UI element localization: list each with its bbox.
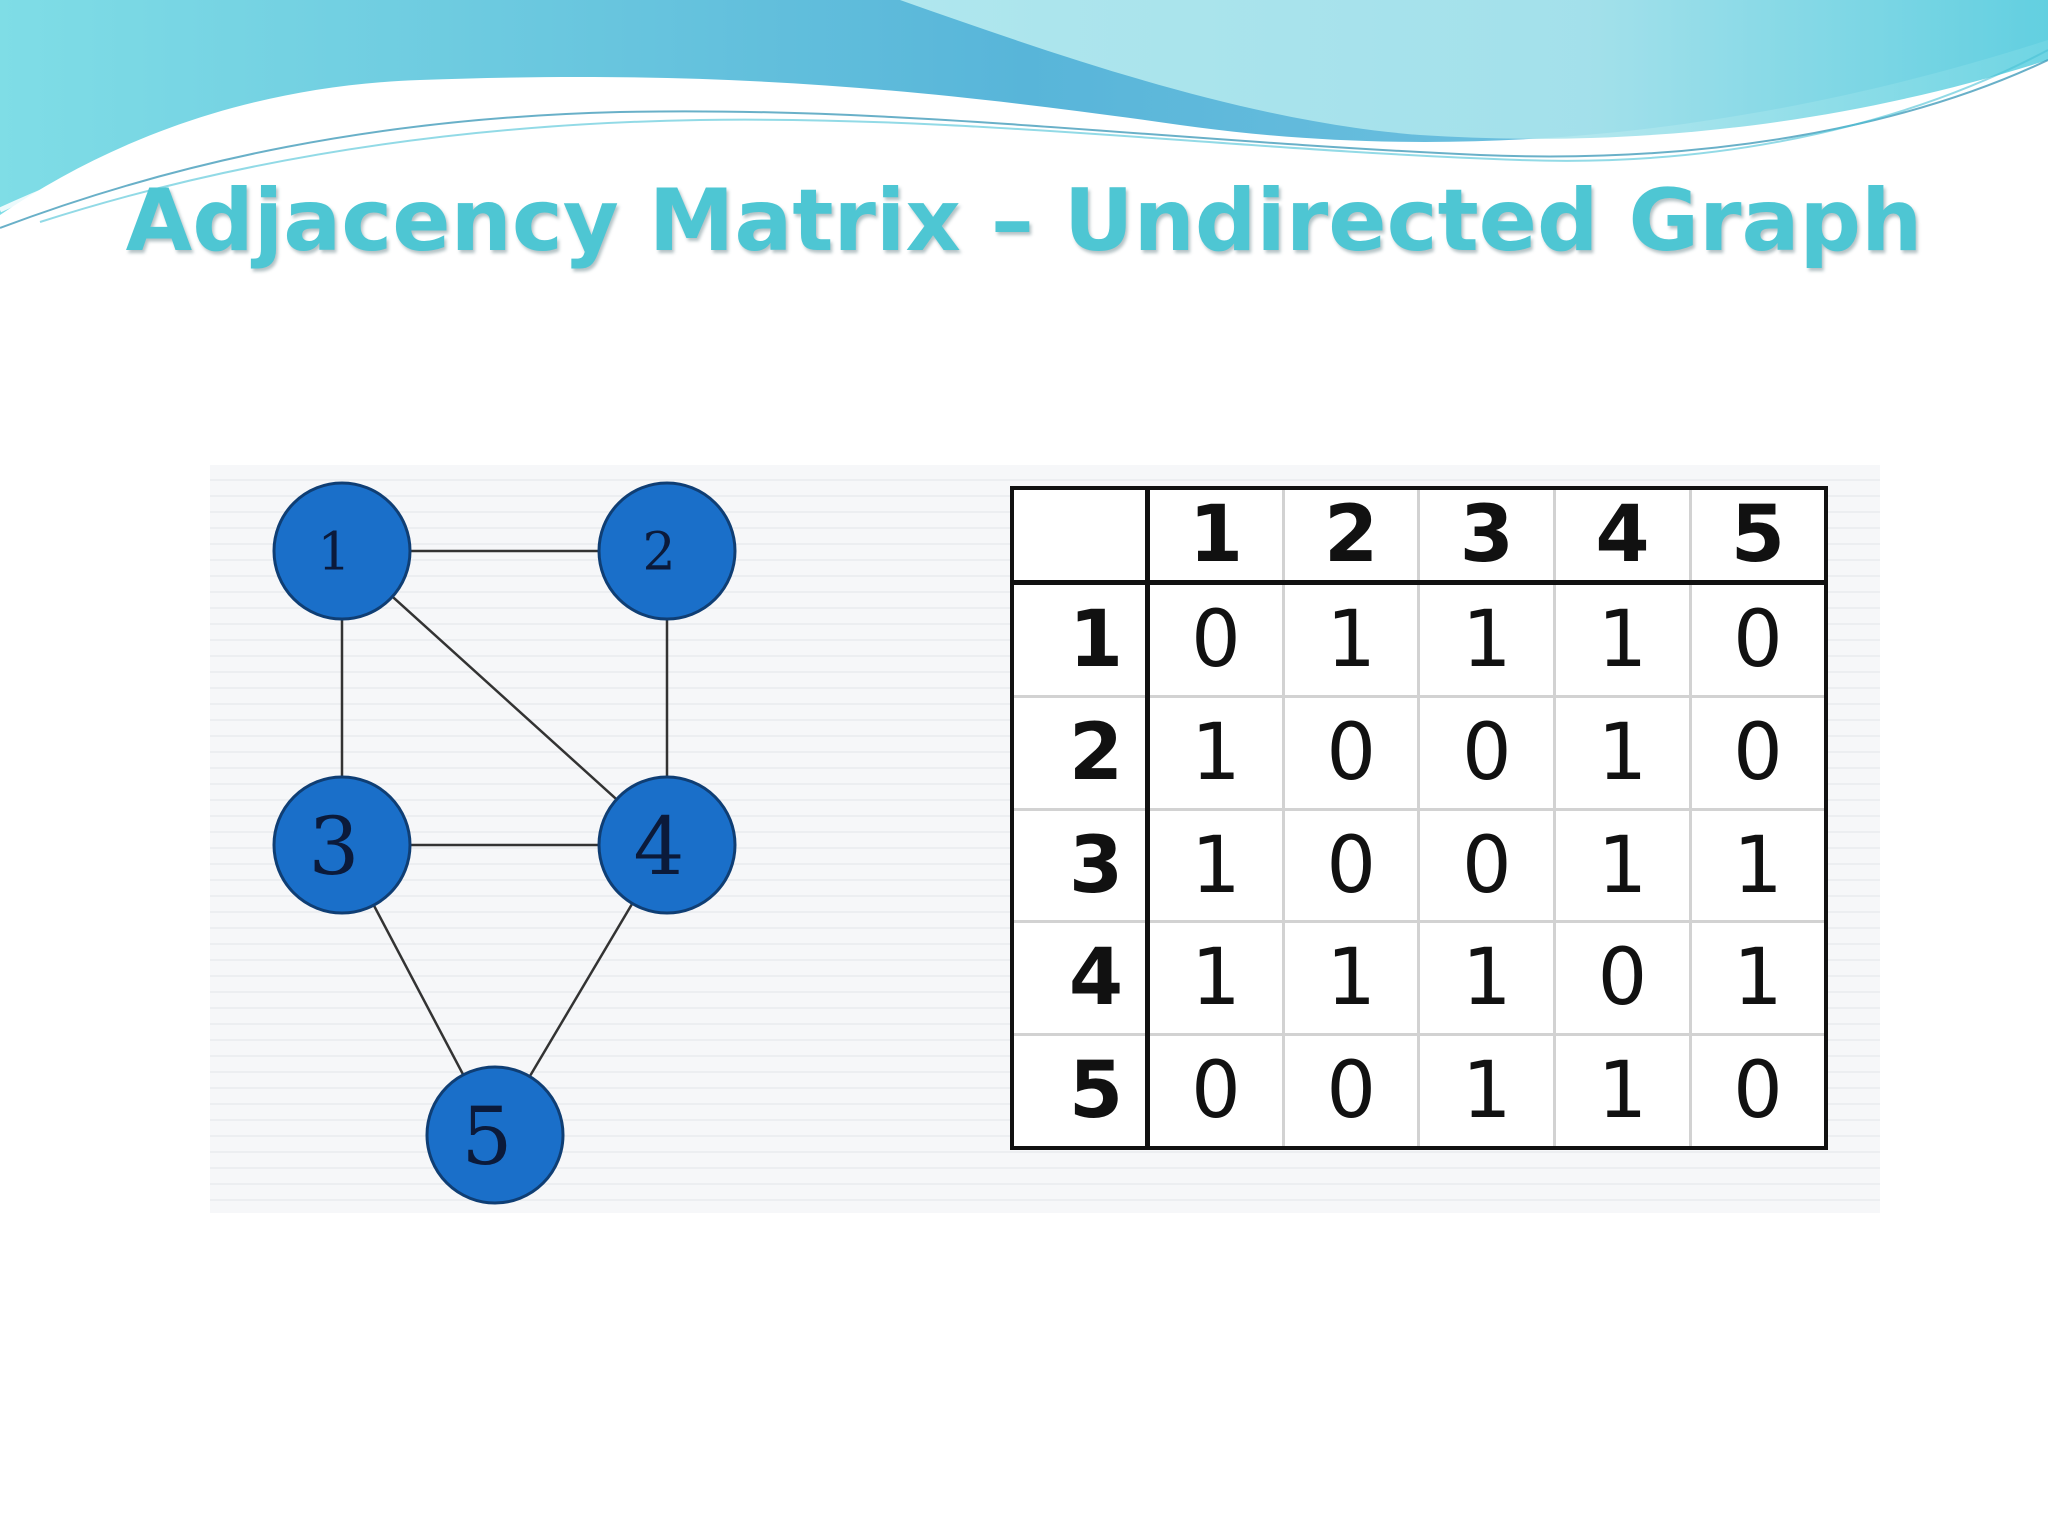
graph-node: 2	[597, 481, 737, 621]
graph-node-label: 5	[462, 1090, 513, 1183]
matrix-cell: 1	[1146, 807, 1285, 924]
graph-node-circle	[272, 481, 412, 621]
graph-node-label: 2	[642, 523, 675, 583]
matrix-cell: 0	[1146, 581, 1285, 698]
matrix-column-header: 4	[1553, 486, 1692, 585]
matrix-column-header: 5	[1688, 486, 1828, 585]
matrix-cell: 1	[1281, 581, 1421, 698]
graph-node-label: 4	[634, 800, 685, 893]
matrix-column-header: 2	[1281, 486, 1421, 585]
wave-highlight-left	[0, 95, 1301, 213]
slide-title: Adjacency Matrix – Undirected Graph	[125, 171, 1923, 271]
matrix-cell: 0	[1146, 1033, 1285, 1150]
undirected-graph: 1 2 3 4 5	[272, 481, 737, 1205]
matrix-cell: 1	[1146, 920, 1285, 1037]
matrix-cell: 0	[1688, 581, 1828, 698]
matrix-cell: 1	[1281, 920, 1421, 1037]
graph-node: 3	[272, 775, 412, 915]
graph-node-circle	[272, 775, 412, 915]
matrix-cell: 1	[1417, 1033, 1557, 1150]
node-layer: 1 2 3 4 5	[272, 481, 737, 1205]
matrix-cell: 1	[1688, 807, 1828, 924]
matrix-cell: 1	[1146, 694, 1285, 811]
matrix-cell: 0	[1688, 1033, 1828, 1150]
matrix-row-header: 1	[1010, 581, 1151, 698]
matrix-corner-cell	[1010, 486, 1151, 585]
graph-node-circle	[597, 775, 737, 915]
wave-line-thin-2	[39, 49, 2048, 223]
wave-line-thin-1	[0, 59, 2048, 229]
graph-node: 5	[425, 1065, 565, 1205]
matrix-row-header: 2	[1010, 694, 1151, 811]
matrix-cell: 0	[1553, 920, 1692, 1037]
matrix-cell: 1	[1417, 920, 1557, 1037]
matrix-cell: 0	[1688, 694, 1828, 811]
matrix-column-header: 1	[1146, 486, 1285, 585]
matrix-row-header: 3	[1010, 807, 1151, 924]
header-wave-decoration	[0, 0, 2048, 229]
graph-edge	[341, 550, 668, 846]
graph-node-label: 3	[309, 800, 360, 893]
matrix-row-header: 4	[1010, 920, 1151, 1037]
matrix-cell: 0	[1281, 694, 1421, 811]
graph-node: 1	[272, 481, 412, 621]
matrix-row-header: 5	[1010, 1033, 1151, 1150]
graph-node-label: 1	[317, 523, 350, 583]
matrix-cell: 1	[1417, 581, 1557, 698]
matrix-cell: 0	[1417, 807, 1557, 924]
matrix-cell: 0	[1281, 1033, 1421, 1150]
matrix-cell: 1	[1688, 920, 1828, 1037]
matrix-cell: 1	[1553, 807, 1692, 924]
matrix-cell: 1	[1553, 694, 1692, 811]
matrix-column-header: 3	[1417, 486, 1557, 585]
matrix-cell: 0	[1417, 694, 1557, 811]
matrix-cell: 0	[1281, 807, 1421, 924]
graph-node: 4	[597, 775, 737, 915]
matrix-cell: 1	[1553, 1033, 1692, 1150]
wave-band-light	[900, 0, 2048, 139]
graph-node-circle	[597, 481, 737, 621]
graph-node-circle	[425, 1065, 565, 1205]
matrix-cell: 1	[1553, 581, 1692, 698]
